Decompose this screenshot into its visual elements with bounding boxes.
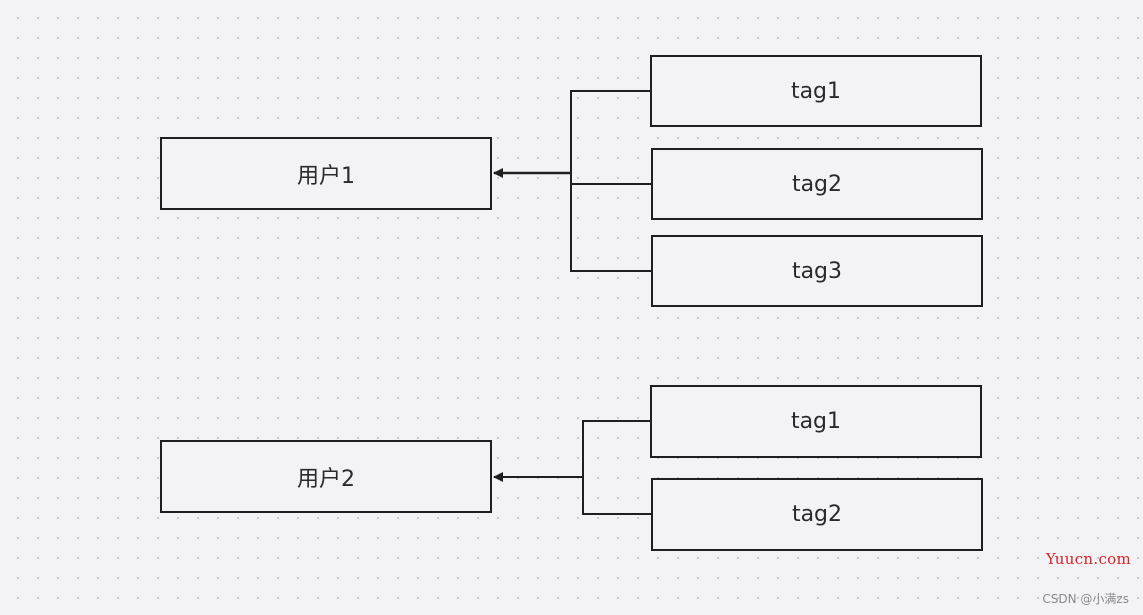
tag-node-g1-3-label: tag3 (791, 258, 843, 284)
tag-node-g1-2[interactable]: tag2 (651, 148, 983, 220)
connector-group-1 (493, 90, 651, 272)
watermark-site: Yuucn.com (1045, 550, 1131, 568)
tag-node-g1-2-label: tag2 (791, 171, 843, 197)
user-node-2-label: 用户2 (297, 466, 355, 492)
tag-node-g2-2[interactable]: tag2 (651, 478, 983, 551)
tag-node-g1-1[interactable]: tag1 (650, 55, 982, 127)
watermark-author: CSDN @小满zs (1042, 592, 1129, 606)
tag-node-g1-1-label: tag1 (790, 78, 842, 104)
user-node-1[interactable]: 用户1 (160, 137, 492, 210)
connector-group-2 (493, 420, 651, 515)
user-node-2[interactable]: 用户2 (160, 440, 492, 513)
tag-node-g2-1[interactable]: tag1 (650, 385, 982, 458)
tag-node-g2-1-label: tag1 (790, 409, 842, 434)
tag-node-g1-3[interactable]: tag3 (651, 235, 983, 307)
user-node-1-label: 用户1 (297, 163, 355, 189)
tag-node-g2-2-label: tag2 (791, 502, 843, 527)
